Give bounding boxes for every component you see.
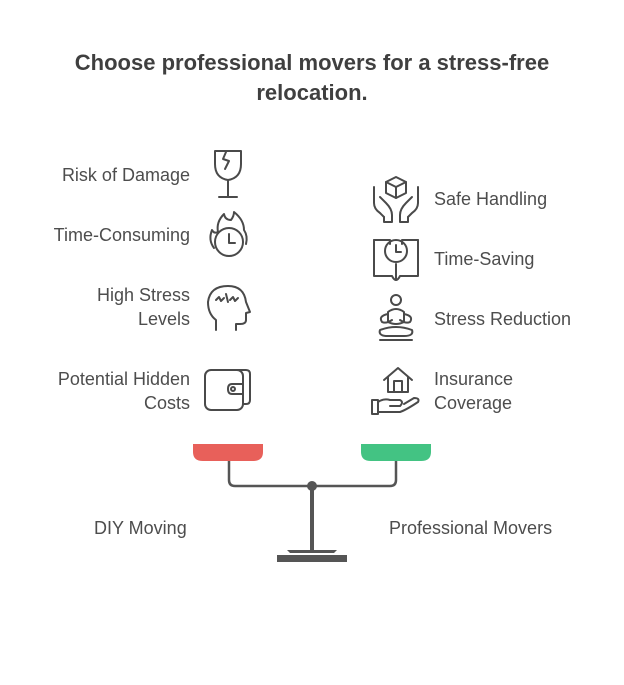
right-item-stress-reduction: Stress Reduction xyxy=(434,307,571,331)
clock-book-icon xyxy=(370,234,422,291)
left-item-time-consuming: Time-Consuming xyxy=(54,223,190,247)
burning-clock-icon xyxy=(204,208,250,267)
left-item-label: Time-Consuming xyxy=(53,225,190,245)
left-item-hidden-costs: Potential Hidden Costs xyxy=(58,367,190,415)
scale-post xyxy=(310,486,314,550)
stressed-head-icon xyxy=(204,282,252,339)
meditation-icon xyxy=(374,292,418,349)
left-pan xyxy=(193,444,263,461)
right-item-label: Time-Saving xyxy=(434,249,535,269)
left-item-risk-of-damage: Risk of Damage xyxy=(62,163,190,187)
title-line-2: relocation. xyxy=(256,80,368,105)
scale-base xyxy=(277,555,347,562)
left-group-label: DIY Moving xyxy=(94,518,187,538)
left-item-label-line2: Costs xyxy=(143,393,190,413)
right-item-label: Stress Reduction xyxy=(434,309,572,329)
left-item-high-stress: High Stress Levels xyxy=(97,283,190,331)
right-item-label-line2: Coverage xyxy=(434,393,513,413)
right-item-label: Safe Handling xyxy=(434,189,548,209)
house-hand-icon xyxy=(370,366,422,423)
left-item-label-line2: Levels xyxy=(137,309,190,329)
right-pan xyxy=(361,444,431,461)
title-line-1: Choose professional movers for a stress-… xyxy=(74,50,550,75)
left-item-label: Risk of Damage xyxy=(61,165,190,185)
right-group-label: Professional Movers xyxy=(389,518,553,538)
right-item-insurance: Insurance Coverage xyxy=(434,367,513,415)
right-item-time-saving: Time-Saving xyxy=(434,247,534,271)
left-item-label: High Stress xyxy=(96,285,190,305)
right-item-label: Insurance xyxy=(434,369,514,389)
right-item-safe-handling: Safe Handling xyxy=(434,187,547,211)
left-item-label: Potential Hidden xyxy=(57,369,190,389)
scale-base-top xyxy=(287,550,337,553)
hands-box-icon xyxy=(370,175,422,230)
broken-glass-icon xyxy=(208,148,248,207)
wallet-icon xyxy=(202,366,252,419)
page-title: Choose professional movers for a stress-… xyxy=(20,48,604,108)
